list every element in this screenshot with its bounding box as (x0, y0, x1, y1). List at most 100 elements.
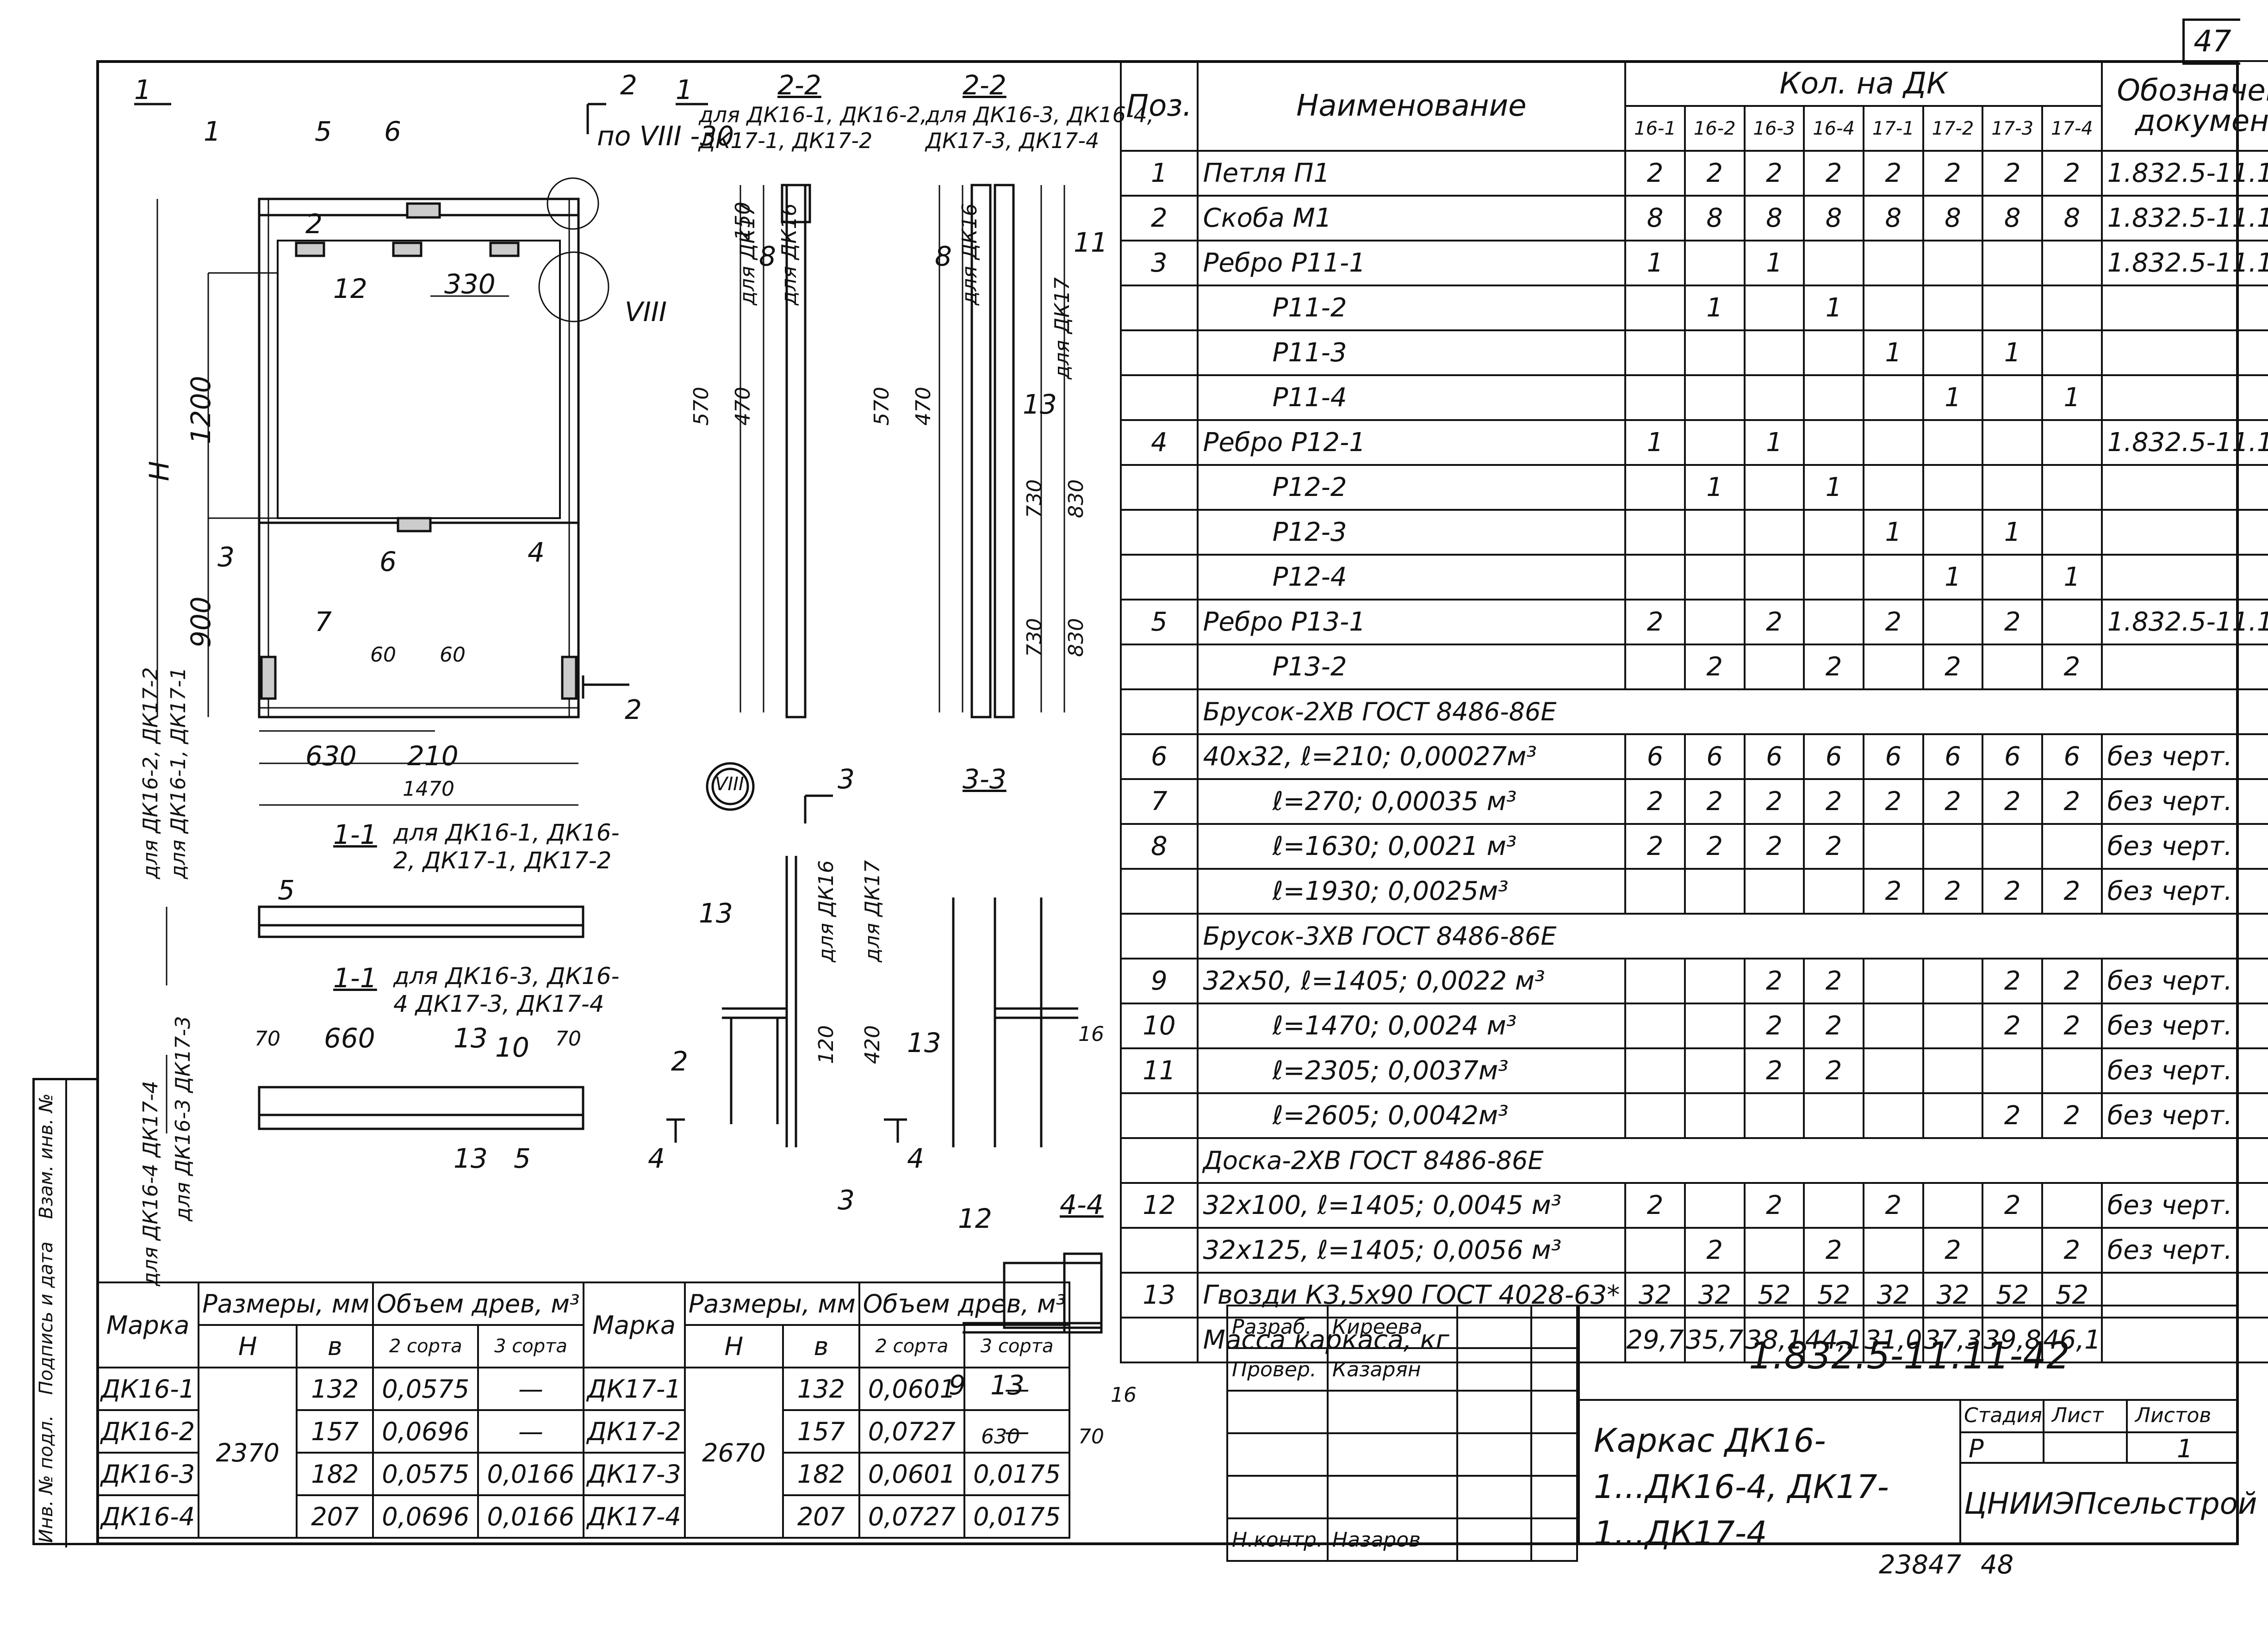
spec-pos: 12 (1120, 1182, 1199, 1229)
dims-h-vol2: Объем древ, м³ (858, 1281, 1071, 1326)
spec-qty: 1 (1743, 419, 1805, 466)
spec-qty: 1 (1803, 464, 1864, 511)
spec-qty: 2 (1982, 1092, 2044, 1139)
spec-name: Р12-4 (1196, 554, 1627, 600)
spec-qty: 2 (1803, 958, 1864, 1004)
spec-qty: 1 (1624, 419, 1686, 466)
spec-qty: 8 (1743, 195, 1805, 241)
spec-qty (2041, 240, 2103, 286)
spec-qty (1803, 374, 1864, 421)
callout-2b: 2 (671, 1046, 688, 1077)
dim-570a: 570 (690, 387, 713, 426)
section-mark-2: 2 (620, 69, 637, 101)
callout-8b: 8 (935, 241, 952, 272)
dim-630: 630 (305, 740, 357, 772)
section-1-1a: 1-1 (333, 819, 377, 850)
spec-row: Доска-2ХВ ГОСТ 8486-86Е (1120, 1137, 2268, 1184)
spec-qty: 1 (1684, 464, 1746, 511)
callout-5b: 5 (278, 874, 295, 906)
section-3-mark: 3 (838, 763, 855, 795)
dim-660: 660 (324, 1022, 375, 1054)
spec-qty: 35,7 (1684, 1317, 1746, 1363)
spec-name: Р12-3 (1196, 509, 1627, 556)
spec-doc (2100, 644, 2268, 690)
spec-qty: 2 (1862, 778, 1924, 825)
spec-qty (2041, 285, 2103, 331)
node-ref: по VIII -30 (597, 120, 734, 152)
spec-doc: без черт. (2100, 868, 2268, 915)
callout-5c: 5 (514, 1143, 531, 1174)
spec-qty: 2 (1684, 823, 1746, 870)
spec-qty (2041, 329, 2103, 376)
spec-qty (1922, 958, 1984, 1004)
spec-qty: 2 (1922, 1227, 1984, 1274)
spec-qty (1982, 823, 2044, 870)
spec-qty: 2 (1743, 150, 1805, 197)
spec-qty (1982, 464, 2044, 511)
spec-col-header: 16-3 (1743, 105, 1805, 152)
spec-qty: 2 (1922, 150, 1984, 197)
spec-qty (1803, 1092, 1864, 1139)
dims-cell-m1: ДК16-4 (96, 1494, 200, 1539)
note-v5: для ДК16-2, ДК17-2 (139, 667, 162, 879)
dim-900: 900 (185, 596, 217, 648)
spec-name: ℓ=270; 0,00035 м³ (1196, 778, 1627, 825)
spec-name: Р13-2 (1196, 644, 1627, 690)
note-dk16c: для ДК16 (814, 860, 838, 962)
spec-qty (1862, 1227, 1924, 1274)
spec-qty (1624, 958, 1686, 1004)
callout-10: 10 (495, 1032, 529, 1063)
dimensions-table: Марка Размеры, мм Объем древ, м³ Марка Р… (96, 1281, 1071, 1539)
dim-1200: 1200 (185, 376, 217, 444)
side-stamp: Инв. № подл. Подпись и дата Взам. инв. № (32, 1078, 96, 1548)
name-0: Киреева (1326, 1305, 1458, 1349)
dims-cell-b1: 207 (296, 1494, 374, 1539)
spec-qty: 6 (2041, 733, 2103, 780)
dims-h-3s2: 3 сорта (963, 1324, 1071, 1368)
spec-name: ℓ=2305; 0,0037м³ (1196, 1047, 1627, 1094)
spec-pos: 8 (1120, 823, 1199, 870)
spec-qty: 6 (1624, 733, 1686, 780)
spec-qty: 2 (1743, 1047, 1805, 1094)
dim-420: 420 (861, 1025, 884, 1064)
dim-16b: 16 (1111, 1383, 1137, 1407)
note-dk17c: для ДК17 (861, 860, 884, 962)
spec-qty: 2 (1862, 868, 1924, 915)
spec-pos (1120, 688, 1199, 735)
spec-qty (1743, 1092, 1805, 1139)
spec-name: Брусок-3ХВ ГОСТ 8486-86Е (1196, 913, 2268, 959)
spec-pos (1120, 913, 1199, 959)
dim-730b: 730 (1023, 618, 1046, 657)
dims-cell-v3a: 0,0166 (477, 1452, 584, 1496)
spec-col-header: 17-1 (1862, 105, 1924, 152)
title-block-signatures: Разраб.Киреева Провер.Казарян Н.контр.На… (1226, 1305, 1578, 1562)
spec-header-qty: Кол. на ДК (1624, 60, 2103, 107)
spec-qty (1684, 554, 1746, 600)
spec-qty: 2 (1982, 1003, 2044, 1049)
spec-qty: 2 (1624, 1182, 1686, 1229)
spec-qty: 8 (1862, 195, 1924, 241)
spec-qty: 2 (1803, 644, 1864, 690)
spec-qty (1624, 374, 1686, 421)
dims-h-size: Размеры, мм (198, 1281, 374, 1326)
role-0: Разраб. (1226, 1305, 1329, 1349)
spec-qty: 37,3 (1922, 1317, 1984, 1363)
dims-cell-b1: 182 (296, 1452, 374, 1496)
spec-qty: 52 (1743, 1272, 1805, 1318)
spec-qty (1982, 419, 2044, 466)
dims-h-3s: 3 сорта (477, 1324, 584, 1368)
spec-qty (1922, 285, 1984, 331)
spec-qty (1684, 240, 1746, 286)
spec-col-header: 16-2 (1684, 105, 1746, 152)
frame-outline (258, 198, 580, 718)
spec-qty: 52 (1982, 1272, 2044, 1318)
spec-qty (1862, 285, 1924, 331)
spec-qty: 2 (2041, 1003, 2103, 1049)
spec-doc (2100, 285, 2268, 331)
dims-h-H: H (198, 1324, 298, 1368)
